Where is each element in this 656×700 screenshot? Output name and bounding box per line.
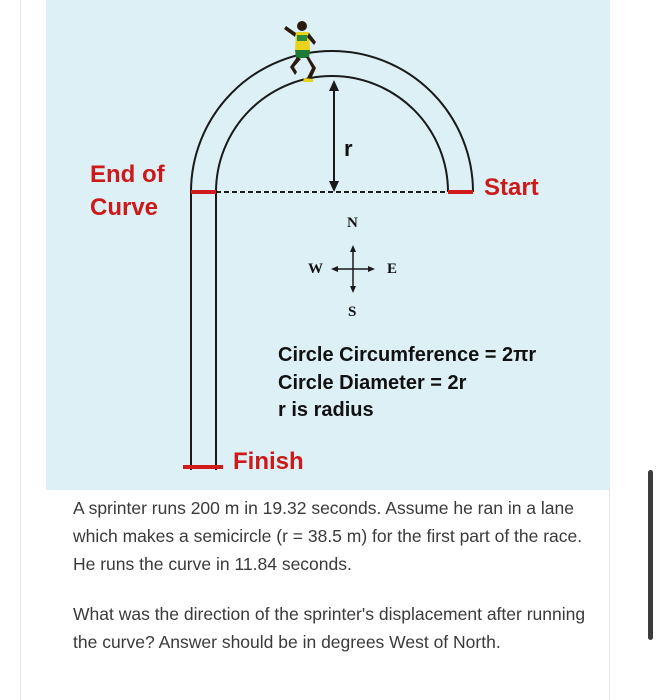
end-of-curve-label-line2: Curve xyxy=(90,194,159,221)
compass-west: W xyxy=(308,261,323,277)
track-outer-edge xyxy=(190,50,474,470)
finish-label: Finish xyxy=(233,448,304,475)
track-diagram: r End of Curve Start Finish N S W E Circ… xyxy=(46,0,610,490)
end-of-curve-label-line1: End of xyxy=(90,161,165,188)
compass-north: N xyxy=(347,215,358,231)
compass-east: E xyxy=(387,261,398,277)
radius-note: r is radius xyxy=(278,399,374,421)
circumference-formula: Circle Circumference = 2πr xyxy=(278,344,537,366)
compass-rose xyxy=(331,245,375,293)
radius-arrow-top xyxy=(329,80,339,91)
sprinter-figure xyxy=(284,21,316,82)
diameter-formula: Circle Diameter = 2r xyxy=(278,372,467,394)
start-label: Start xyxy=(484,174,539,201)
compass-south: S xyxy=(348,304,357,320)
radius-label: r xyxy=(344,136,353,161)
scrollbar-thumb[interactable] xyxy=(648,470,653,640)
question-paragraph-2: What was the direction of the sprinter's… xyxy=(73,604,586,652)
question-paragraph-1: A sprinter runs 200 m in 19.32 seconds. … xyxy=(73,498,583,574)
track-inner-edge xyxy=(215,75,449,470)
track-svg xyxy=(183,21,474,470)
radius-arrow-bottom xyxy=(329,181,339,192)
